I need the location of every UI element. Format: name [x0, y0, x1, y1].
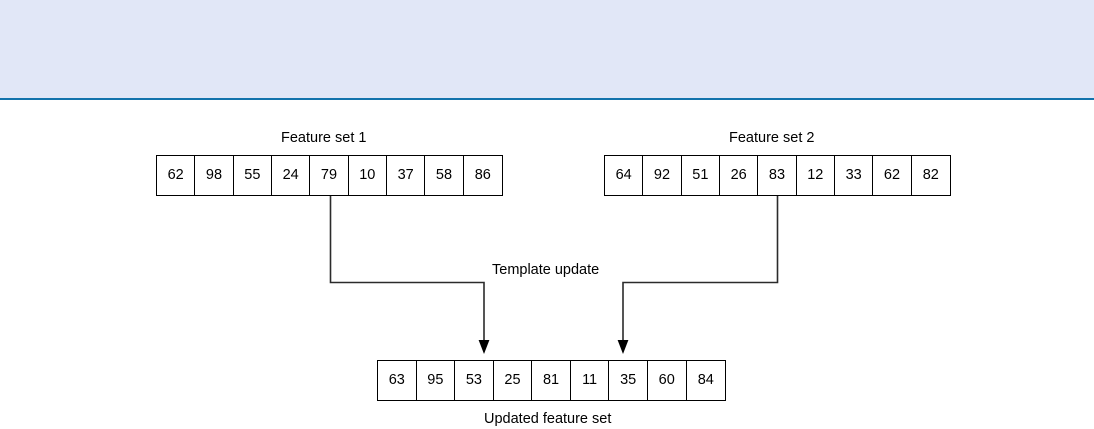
template-update-label: Template update: [492, 262, 600, 278]
array-cell: 60: [648, 361, 687, 400]
array-cell: 35: [609, 361, 648, 400]
template-update-diagram: Feature set 1 62 98 55 24 79 10 37 58 86…: [0, 102, 1094, 429]
array-cell: 58: [425, 156, 464, 195]
array-cell: 24: [272, 156, 311, 195]
array-label-updated-feature-set: Updated feature set: [484, 411, 612, 427]
array-cell: 51: [682, 156, 720, 195]
arrowhead-left: [478, 340, 490, 354]
array-cell: 25: [494, 361, 533, 400]
array-cell: 84: [697, 372, 714, 389]
array-cell: 62: [157, 156, 196, 195]
array-cell: 82: [922, 167, 939, 184]
array-cell: 37: [387, 156, 426, 195]
array-label-feature-set-1: Feature set 1: [281, 130, 367, 146]
array-cell: 83: [758, 156, 797, 195]
array-cell: 12: [797, 156, 835, 195]
array-feature-set-2: 64 92 51 26 83 12 33 62 82: [604, 155, 951, 196]
array-feature-set-1: 62 98 55 24 79 10 37 58 86: [156, 155, 503, 196]
array-cell: 26: [720, 156, 759, 195]
connector-lines-layer: [329, 196, 779, 354]
array-cell: 64: [605, 156, 644, 195]
array-cell: 53: [455, 361, 494, 400]
array-cell: 11: [571, 361, 610, 400]
connector-right: [617, 196, 779, 354]
array-cell: 92: [643, 156, 682, 195]
array-cell: 98: [195, 156, 234, 195]
array-cell: 79: [310, 156, 349, 195]
array-cell: 86: [474, 167, 491, 184]
array-cell: 55: [234, 156, 272, 195]
arrowhead-right: [617, 340, 629, 354]
page-banner: [0, 0, 1094, 100]
array-cell: 81: [532, 361, 571, 400]
array-cell: 33: [835, 156, 874, 195]
connector-left: [329, 196, 490, 354]
array-cell: 95: [417, 361, 456, 400]
array-cell: 10: [349, 156, 387, 195]
array-updated-feature-set: 63 95 53 25 81 11 35 60 84: [377, 360, 726, 401]
array-label-feature-set-2: Feature set 2: [729, 130, 815, 146]
array-cell: 62: [873, 156, 912, 195]
array-cell: 63: [378, 361, 417, 400]
